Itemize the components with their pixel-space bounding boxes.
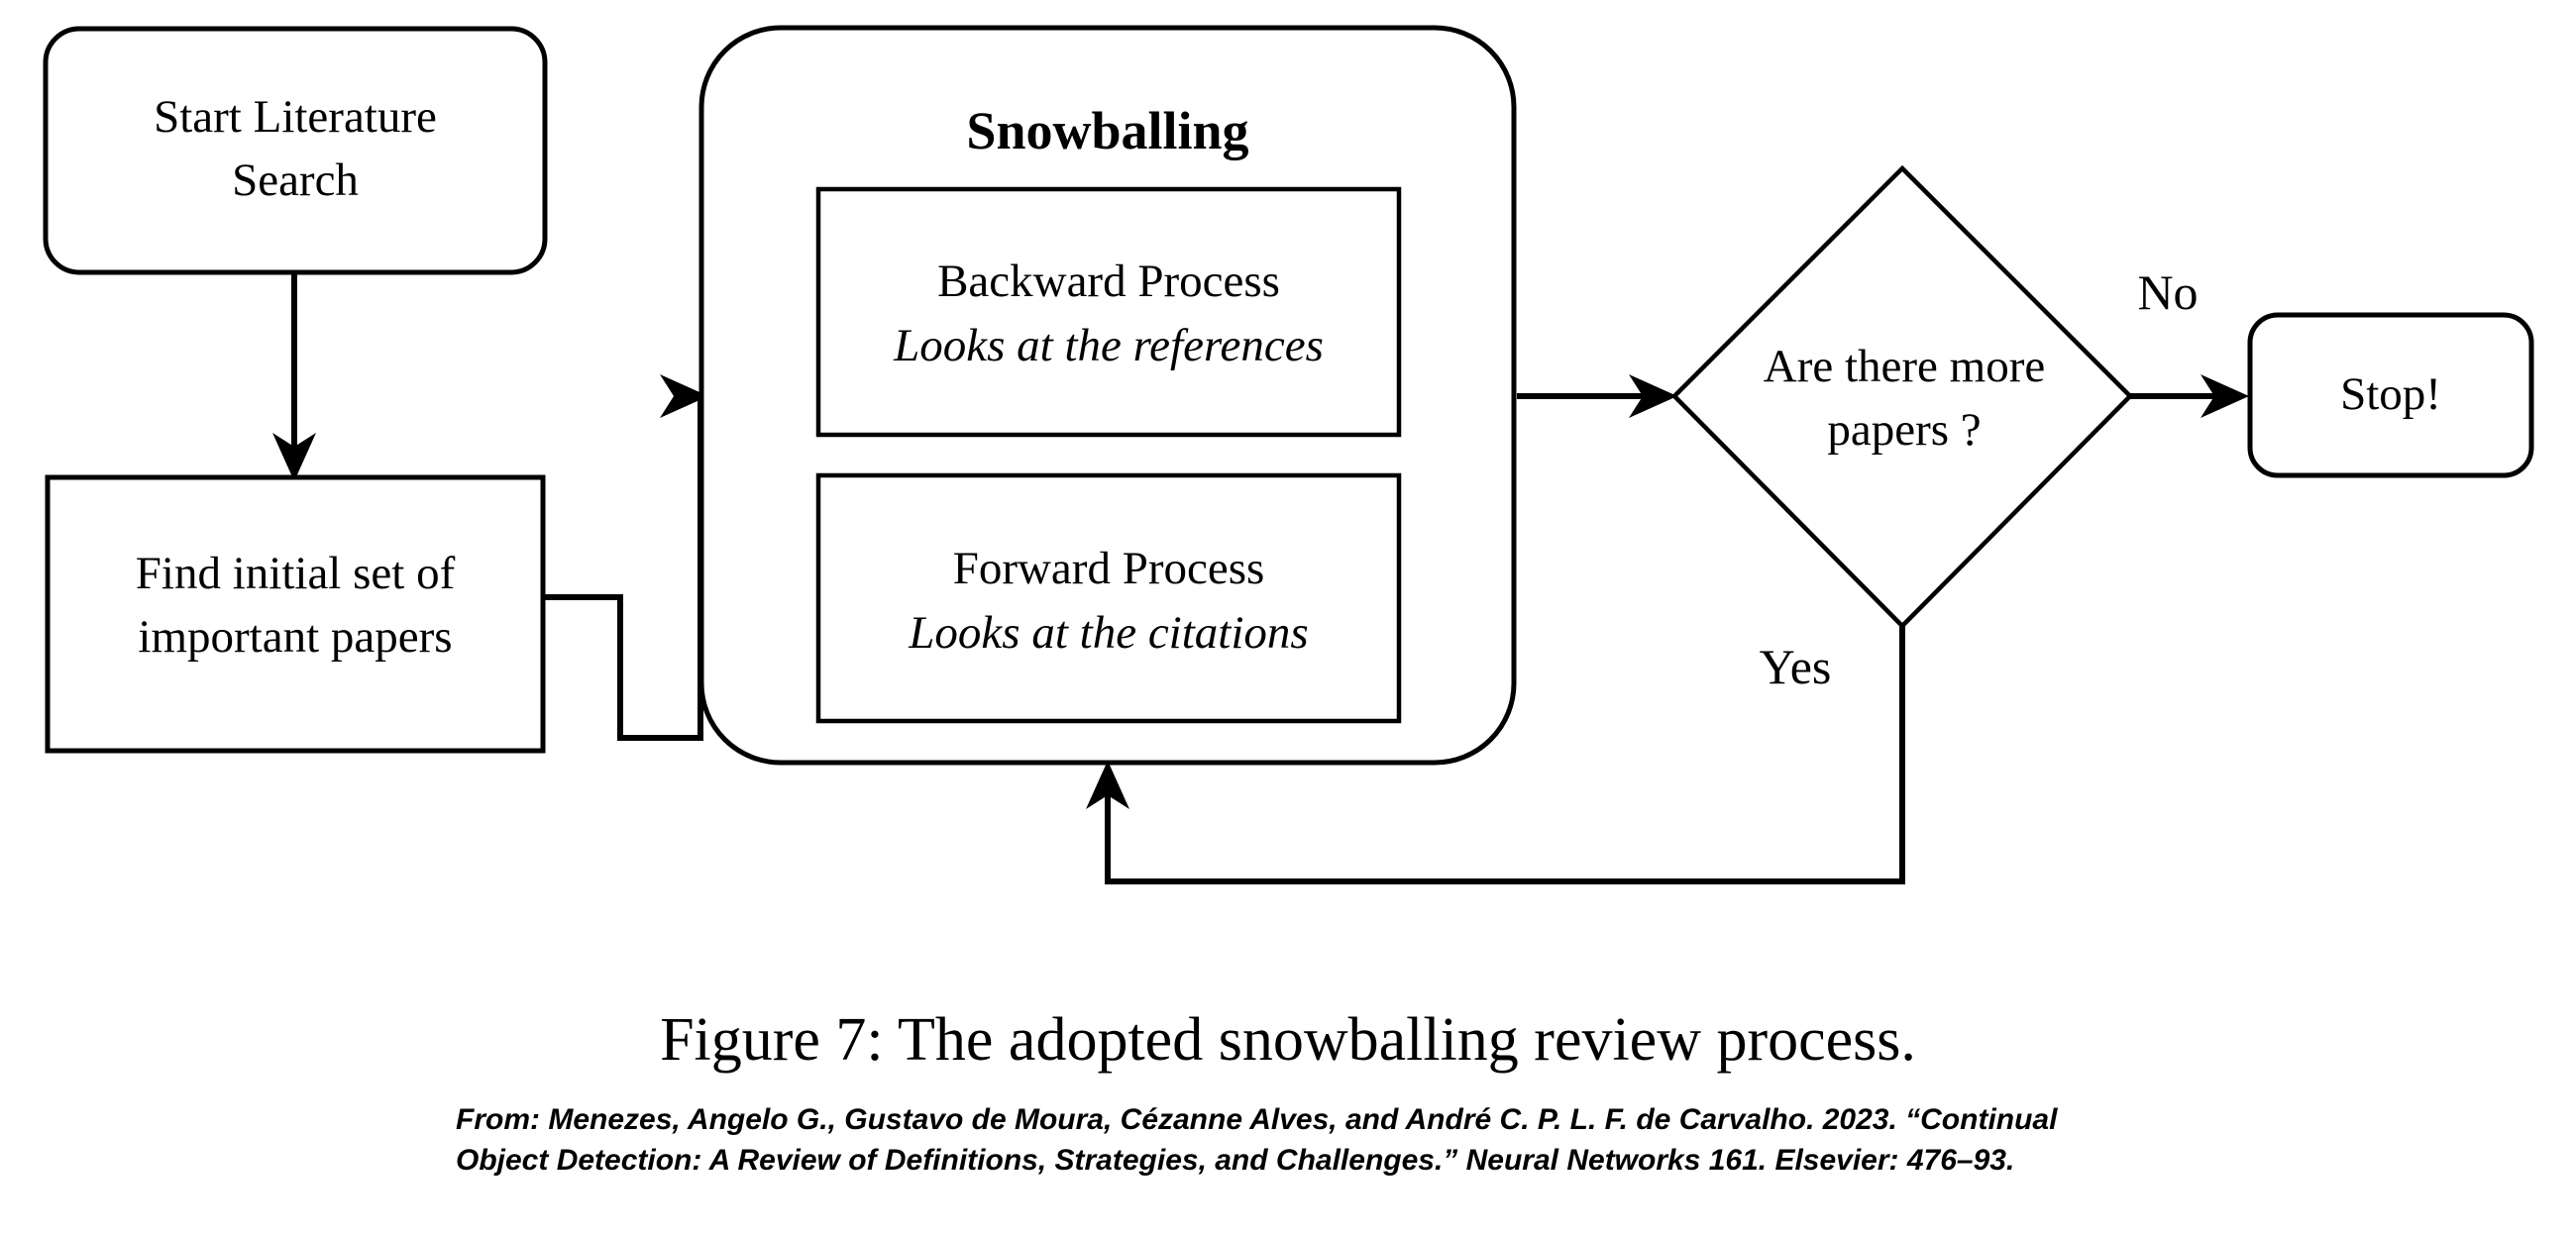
flowchart-svg: Start Literature Search Find initial set… [43, 25, 2534, 884]
find-initial-line2: important papers [138, 611, 452, 663]
node-backward-process[interactable]: Backward Process Looks at the references [815, 186, 1402, 438]
node-decision-more-papers[interactable]: Are there more papers ? [1670, 164, 2134, 630]
edge-label-no: No [2137, 264, 2198, 320]
backward-process-title: Backward Process [937, 256, 1280, 307]
forward-process-title: Forward Process [953, 543, 1265, 594]
forward-process-subtitle: Looks at the citations [908, 607, 1308, 659]
stop-node-shape [2247, 312, 2534, 478]
figure-source: From: Menezes, Angelo G., Gustavo de Mou… [456, 1100, 2120, 1181]
edge-decision-to-snowballing [1086, 626, 1905, 884]
node-stop[interactable]: Stop! [2247, 312, 2534, 478]
find-initial-node-shape [45, 474, 546, 754]
stop-node-label: Stop! [2340, 368, 2441, 420]
backward-process-shape [815, 186, 1402, 438]
figure-caption: Figure 7: The adopted snowballing review… [660, 1006, 1916, 1074]
caption-block: Figure 7: The adopted snowballing review… [0, 951, 2576, 1181]
node-start-literature-search[interactable]: Start Literature Search [43, 26, 548, 275]
edge-label-yes: Yes [1760, 639, 1832, 694]
edge-start-to-find [272, 273, 316, 481]
figure-source-line-1: From: Menezes, Angelo G., Gustavo de Mou… [456, 1103, 2058, 1137]
decision-diamond-shape [1670, 164, 2134, 630]
snowballing-title: Snowballing [966, 101, 1248, 160]
forward-process-shape [815, 472, 1402, 724]
figure-source-line-2: Object Detection: A Review of Definition… [456, 1143, 2015, 1177]
node-snowballing-container[interactable]: Snowballing Backward Process Looks at th… [698, 25, 1517, 766]
start-node-shape [43, 26, 548, 275]
backward-process-subtitle: Looks at the references [893, 320, 1324, 371]
edge-snowballing-to-decision [1517, 374, 1677, 418]
edge-find-to-snowballing [543, 374, 708, 741]
node-forward-process[interactable]: Forward Process Looks at the citations [815, 472, 1402, 724]
find-initial-line1: Find initial set of [136, 548, 456, 599]
start-node-line2: Search [232, 155, 359, 206]
node-find-initial-papers[interactable]: Find initial set of important papers [45, 474, 546, 754]
edge-decision-to-stop [2130, 374, 2249, 418]
decision-line1: Are there more [1764, 341, 2045, 392]
decision-line2: papers ? [1827, 404, 1981, 456]
start-node-line1: Start Literature [154, 91, 437, 143]
